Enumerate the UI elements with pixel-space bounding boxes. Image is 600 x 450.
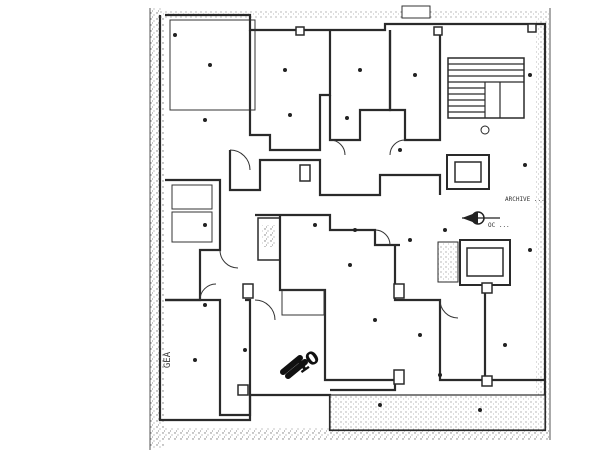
- room-top-left: [169, 19, 256, 111]
- column-markers: [237, 23, 537, 396]
- shaft-hatch: [262, 225, 276, 247]
- room-top-center-3: [388, 30, 442, 142]
- elevator-icon: [446, 154, 490, 190]
- left-exterior-wall: [150, 8, 164, 448]
- title-box: [401, 5, 431, 19]
- corridor-wall-mid: [255, 213, 400, 247]
- elevator-lower-block: [437, 241, 459, 283]
- room-top-center-1: [248, 30, 332, 152]
- top-exterior-wall: [160, 10, 540, 18]
- elevator-cab: [454, 161, 482, 183]
- room-center: [278, 215, 395, 382]
- right-exterior-wall: [536, 10, 550, 430]
- bottom-right-room: [329, 394, 546, 431]
- handwritten-mark: [280, 355, 308, 379]
- door-swings: [199, 139, 459, 321]
- legend-line-1: ARCHIVE ...: [505, 196, 545, 203]
- room-top-center-2: [328, 30, 392, 142]
- closet-left: [171, 184, 213, 210]
- room-left-lower: [165, 298, 252, 417]
- closet-left-2: [171, 211, 213, 243]
- corridor-wall-top: [228, 150, 442, 197]
- side-label: GEA: [163, 351, 174, 369]
- electrical-symbols: [173, 33, 532, 412]
- elevator-lower-cab: [466, 247, 504, 277]
- legend-line-2: OC ...: [488, 222, 510, 229]
- staircase-treads: [448, 63, 524, 118]
- room-center-inner: [281, 289, 325, 316]
- north-arrow-icon: [462, 211, 500, 225]
